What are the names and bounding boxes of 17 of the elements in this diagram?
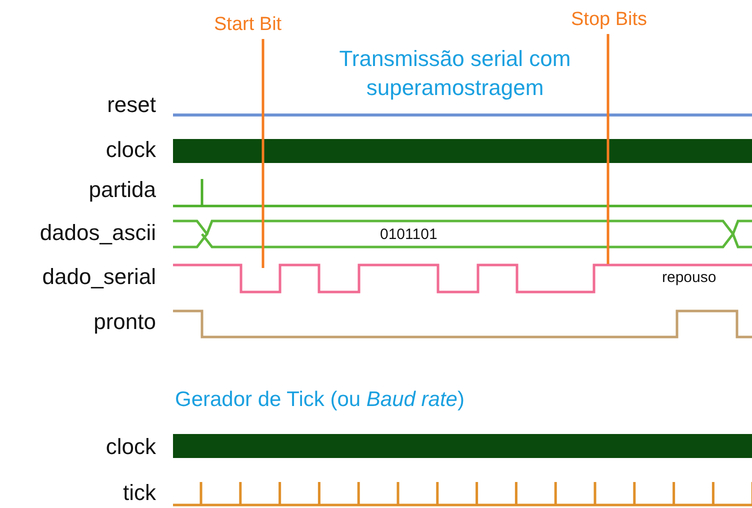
bus-value: 0101101 [380,226,438,244]
diagram-title: Transmissão serial com superamostragem [338,45,572,102]
state-label: repouso [662,269,716,287]
signal-name: partida [88,177,156,203]
leader-line [606,34,610,264]
signal-name: tick [123,480,156,506]
signal-name: clock [106,137,156,163]
signal-name: dados_ascii [40,220,156,246]
signal-name: clock [106,434,156,460]
callout-label: Start Bit [214,13,282,37]
signal-name: pronto [94,309,156,335]
signal-name: reset [107,92,156,118]
leader-line [262,39,264,268]
callout-label: Stop Bits [571,8,648,32]
section-heading: Gerador de Tick (ou Baud rate) [175,387,464,413]
signal-name: dado_serial [42,264,156,290]
serial-waveform [173,264,752,294]
